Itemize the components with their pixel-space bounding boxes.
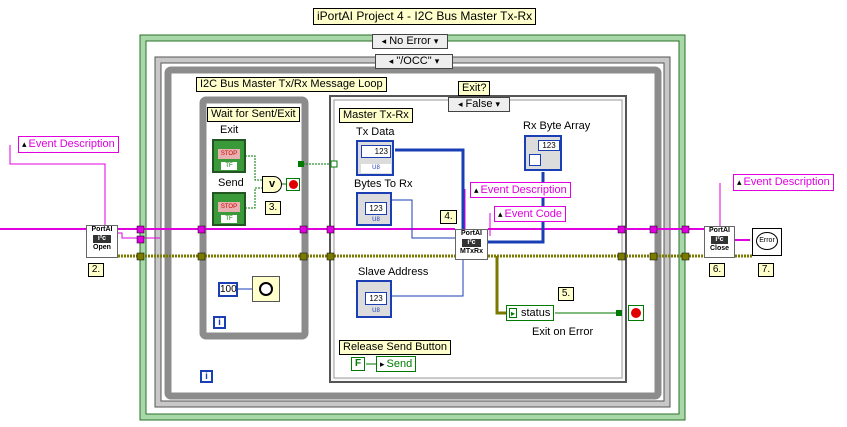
tx-data-label: Tx Data: [356, 126, 395, 138]
exit-on-error-label: Exit on Error: [532, 326, 594, 338]
step-6-label: 6.: [709, 263, 725, 277]
step-4-label: 4.: [440, 210, 457, 224]
bytes-to-rx-value: 123: [365, 202, 387, 215]
exit-case-selector[interactable]: ◂ False ▾: [448, 97, 510, 112]
event-description-text: Event Description: [28, 138, 115, 150]
vi-name: MTxRx: [460, 248, 483, 255]
send-button-control[interactable]: STOP TF: [212, 192, 246, 226]
tf-indicator: TF: [221, 215, 237, 223]
decrement-arrow-icon[interactable]: ◂: [457, 99, 463, 109]
event-description-inner: ▴Event Description: [470, 182, 571, 198]
send-local-variable: ▸Send: [376, 356, 417, 372]
vi-brand: PortAI: [461, 230, 482, 237]
step-2-label: 2.: [88, 263, 104, 277]
stop-icon: STOP: [218, 202, 240, 212]
outer-case-selector[interactable]: ◂ No Error ▾: [372, 34, 448, 49]
inner-case-value: "/OCC": [396, 55, 432, 67]
event-code-inner: ▴Event Code: [494, 206, 567, 222]
decrement-arrow-icon[interactable]: ◂: [381, 36, 387, 46]
event-description-text: Event Description: [743, 176, 830, 188]
outer-loop-iteration-icon: i: [200, 370, 213, 383]
stop-icon: STOP: [218, 149, 240, 159]
rx-byte-array-indicator: 123: [524, 135, 562, 171]
array-index-icon: [529, 154, 541, 166]
error-handler-vi[interactable]: Error: [752, 228, 782, 256]
unbundle-status: ▸ status: [506, 305, 554, 321]
outer-case-value: No Error: [389, 35, 431, 47]
dropdown-arrow-icon[interactable]: ▾: [433, 36, 439, 46]
event-description-left: ▴Event Description: [18, 136, 119, 153]
arrow-right-icon: ▸: [509, 308, 517, 318]
slave-address-value: 123: [365, 292, 387, 305]
vi-name: Open: [93, 244, 111, 251]
status-text: status: [521, 307, 551, 319]
exit-label: Exit: [220, 124, 239, 136]
dropdown-arrow-icon[interactable]: ▾: [495, 99, 501, 109]
send-local-text: Send: [386, 358, 413, 370]
release-send-label: Release Send Button: [339, 340, 451, 355]
slave-address-label: Slave Address: [358, 266, 429, 278]
tf-indicator: TF: [221, 162, 237, 170]
u8-type-label: U8: [361, 164, 391, 173]
rx-byte-array-value: 123: [538, 140, 560, 151]
vi-brand: PortAI: [709, 227, 730, 234]
close-vi[interactable]: PortAI i²c Close: [704, 226, 735, 258]
vi-logo-icon: i²c: [462, 239, 481, 247]
diagram-title: iPortAI Project 4 - I2C Bus Master Tx-Rx: [313, 8, 537, 25]
message-loop-label: I2C Bus Master Tx/Rx Message Loop: [196, 77, 387, 92]
send-label: Send: [218, 177, 244, 189]
wait-frame-label: Wait for Sent/Exit: [207, 107, 300, 122]
wait-ms-constant[interactable]: 100: [218, 282, 238, 297]
vi-logo-icon: i²c: [711, 236, 728, 244]
property-arrow-icon: ▴: [737, 177, 742, 187]
bytes-to-rx-control[interactable]: 123 U8: [356, 192, 392, 226]
step-5-label: 5.: [558, 287, 574, 301]
property-arrow-icon: ▴: [22, 139, 27, 149]
stop-circle-icon: [631, 308, 641, 318]
property-arrow-icon: ▴: [498, 209, 503, 219]
property-arrow-icon: ▸: [380, 359, 385, 369]
event-description-text: Event Description: [480, 184, 567, 196]
wait-function: [252, 276, 280, 302]
error-speech-bubble-icon: Error: [756, 232, 778, 250]
dropdown-arrow-icon[interactable]: ▾: [434, 56, 440, 66]
bytes-to-rx-label: Bytes To Rx: [354, 178, 413, 190]
slave-address-control[interactable]: 123 U8: [356, 280, 392, 318]
rx-byte-array-label: Rx Byte Array: [523, 120, 591, 132]
inner-case-selector[interactable]: ◂ "/OCC" ▾: [375, 54, 453, 69]
loop-iteration-icon: i: [213, 316, 226, 329]
event-description-right: ▴Event Description: [733, 174, 834, 191]
stop-circle-icon: [289, 180, 298, 189]
false-constant[interactable]: F: [351, 357, 365, 371]
stop-terminal: [286, 178, 300, 191]
exit-case-value: False: [465, 98, 493, 110]
mtxrx-vi[interactable]: PortAI i²c MTxRx: [455, 229, 488, 260]
master-frame-label: Master Tx-Rx: [339, 108, 413, 123]
tx-data-control[interactable]: 123 U8: [356, 140, 394, 176]
or-function: v: [262, 176, 282, 193]
exit-question-label: Exit?: [458, 81, 491, 96]
step-7-label: 7.: [758, 263, 774, 277]
clock-icon: [259, 282, 273, 296]
tx-data-value: 123: [361, 145, 391, 158]
exit-stop-terminal: [628, 305, 644, 321]
property-arrow-icon: ▴: [474, 185, 479, 195]
u8-type-label: U8: [372, 217, 380, 223]
vi-brand: PortAI: [91, 226, 113, 233]
exit-button-control[interactable]: STOP TF: [212, 139, 246, 173]
step-3-label: 3.: [265, 201, 281, 215]
vi-name: Close: [709, 245, 730, 252]
open-vi[interactable]: PortAI i²c Open: [86, 225, 118, 258]
event-code-text: Event Code: [504, 208, 563, 220]
decrement-arrow-icon[interactable]: ◂: [388, 56, 394, 66]
u8-type-label: U8: [372, 308, 380, 314]
vi-logo-icon: i²c: [93, 235, 111, 243]
